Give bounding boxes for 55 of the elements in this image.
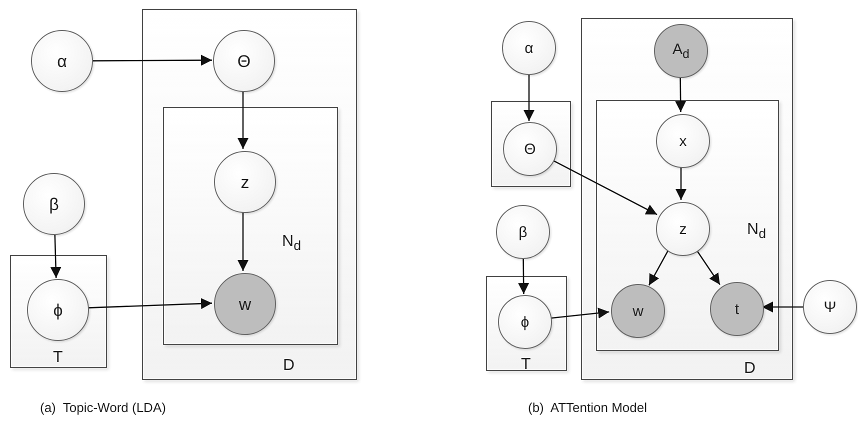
- arrow: [238, 91, 248, 149]
- variable-label: α: [524, 40, 534, 56]
- plate-label: D: [744, 361, 756, 377]
- variable-label: x: [679, 134, 687, 148]
- subfigure-caption: (b) ATTention Model: [528, 400, 647, 415]
- arrow: [762, 302, 803, 312]
- arrow: [550, 308, 610, 319]
- variable-circle: [803, 280, 857, 334]
- variable-label: w: [238, 296, 252, 312]
- variable-circle: [503, 122, 557, 176]
- subfigure-caption: (a) Topic-Word (LDA): [40, 400, 166, 415]
- plate: [596, 100, 779, 351]
- variable-circle: [502, 21, 556, 75]
- variable-circle: [656, 114, 710, 168]
- variable-label: Θ: [237, 52, 251, 70]
- variable-circle: [498, 295, 552, 349]
- variable-label: A$_{d}$: [672, 42, 690, 60]
- arrow: [518, 259, 530, 294]
- variable-label: w: [632, 304, 644, 318]
- arrow: [675, 77, 686, 112]
- plate: [581, 18, 793, 380]
- variable-circle: [611, 284, 665, 338]
- variable-circle: [656, 202, 710, 256]
- variable-label: Θ: [524, 142, 536, 156]
- plate: [10, 255, 107, 368]
- arrow: [524, 75, 534, 121]
- variable-label: ϕ: [520, 314, 530, 330]
- plate-label: N$_{d}$: [747, 222, 766, 241]
- arrow: [238, 211, 248, 271]
- variable-label: α: [57, 52, 67, 70]
- variable-circle: [496, 205, 550, 259]
- arrow: [696, 249, 720, 285]
- plate-label: T: [53, 350, 63, 366]
- variable-label: Ψ: [824, 300, 836, 314]
- plate: [163, 107, 338, 345]
- variable-label: z: [240, 174, 250, 190]
- plate-label: N$_{d}$: [282, 234, 301, 253]
- plate: [486, 276, 567, 371]
- plate: [142, 9, 357, 380]
- variable-label: z: [679, 222, 687, 236]
- arrow: [552, 160, 658, 216]
- arrow: [88, 298, 212, 310]
- arrow: [50, 234, 62, 278]
- arrow: [676, 166, 686, 200]
- variable-label: β: [518, 224, 528, 240]
- plate-label: T: [521, 357, 531, 373]
- variable-label: β: [49, 196, 59, 212]
- variable-circle: [654, 24, 708, 78]
- variable-label: t: [734, 302, 740, 316]
- plate: [491, 101, 571, 187]
- arrow: [648, 250, 669, 286]
- plate-label: D: [283, 358, 295, 374]
- variable-circle: [710, 282, 764, 336]
- arrow: [93, 54, 212, 66]
- variable-label: ϕ: [53, 302, 63, 318]
